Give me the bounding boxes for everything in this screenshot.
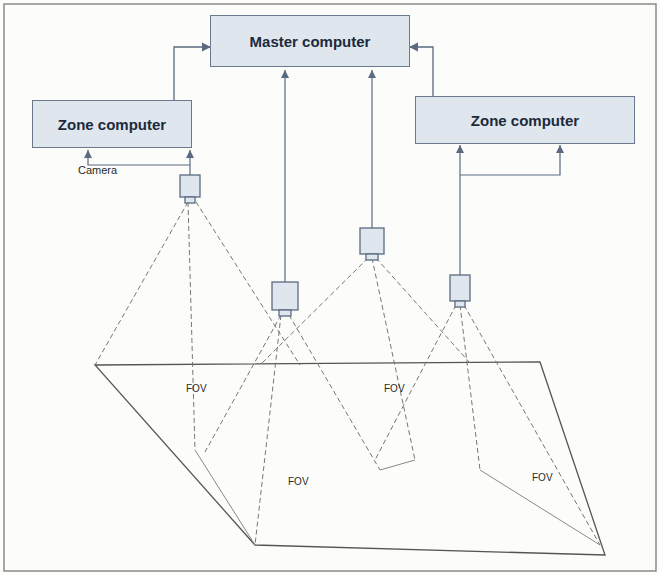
fov-label: FOV	[384, 383, 405, 394]
fov-label: FOV	[186, 383, 207, 394]
fov-label: FOV	[532, 472, 553, 483]
zone-computer-box: Zone computer	[32, 100, 192, 148]
master-computer-box: Master computer	[210, 15, 410, 67]
box-title: Zone computer	[471, 112, 579, 129]
fov-label: FOV	[288, 476, 309, 487]
connector	[174, 47, 210, 100]
box-title: Zone computer	[58, 116, 166, 133]
camera-label: Camera	[78, 164, 117, 176]
connector	[410, 47, 433, 96]
zone-computer-box: Zone computer	[415, 96, 635, 144]
box-title: Master computer	[250, 33, 371, 50]
